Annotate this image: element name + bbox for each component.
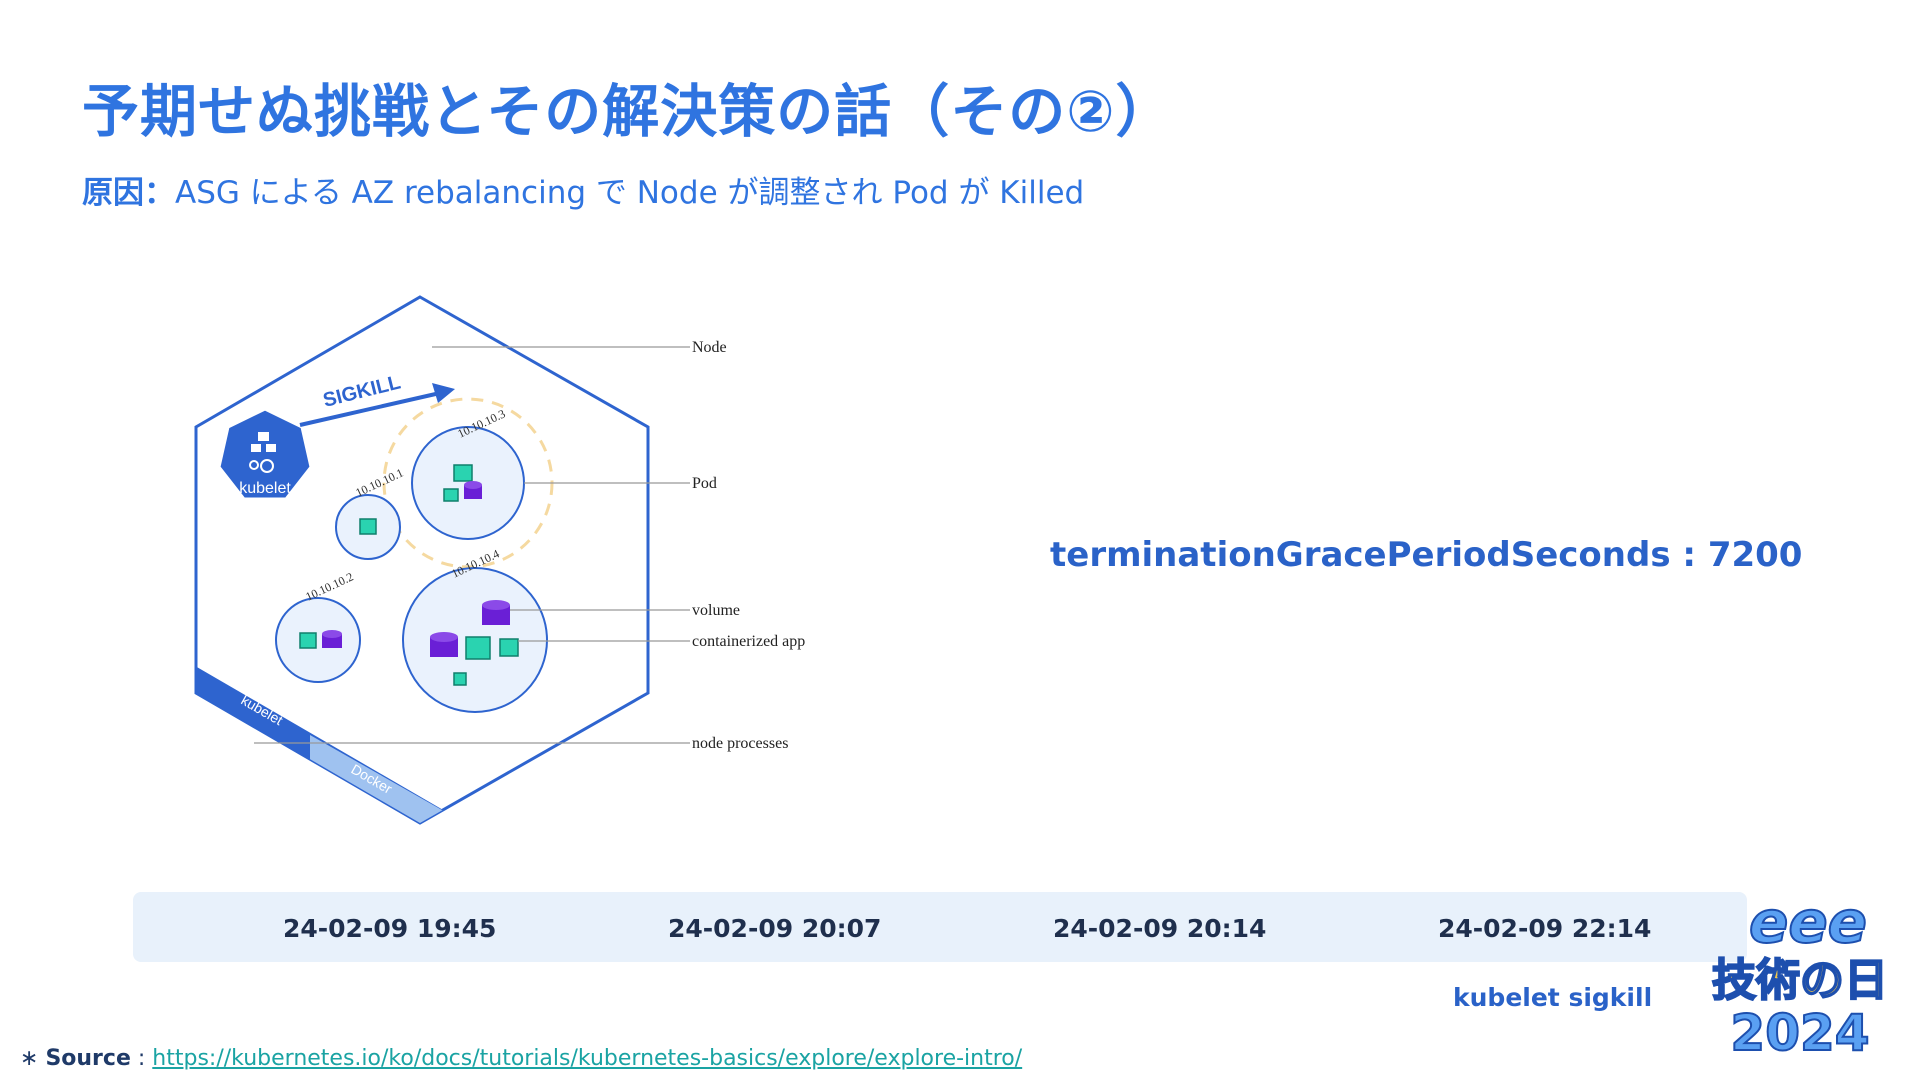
logo-top-text: eee [1749,888,1867,956]
sigkill-arrow [299,383,455,427]
timeline-annotation: kubelet sigkill [1453,983,1653,1012]
container-cube-icon [453,672,467,686]
timeline-bar: 24-02-09 19:45 24-02-09 20:07 24-02-09 2… [133,892,1747,962]
app-callout-label: containerized app [692,633,805,650]
node-callout-label: Node [692,339,727,356]
volume-cylinder-icon [482,600,510,625]
processes-callout-label: node processes [692,735,788,752]
slide-subtitle: 原因：ASG による AZ rebalancing で Node が調整され P… [82,167,1084,212]
volume-callout-label: volume [692,602,740,619]
timeline-timestamp: 24-02-09 20:07 [668,914,882,943]
source-footnote: ∗ Source : https://kubernetes.io/ko/docs… [20,1046,1022,1071]
docker-process-bar [310,735,500,823]
pod-callout-label: Pod [692,475,717,492]
event-logo: eee 技術の日 2024 [1711,887,1889,1063]
kubernetes-node-diagram: kubelet Docker kubelet SIGKILL 10.10.10.… [194,295,805,825]
source-label: Source [45,1046,131,1071]
volume-cylinder-icon [464,481,482,499]
logo-middle-text: 技術の日 [1712,955,1888,1006]
container-cube-icon [499,638,519,657]
volume-cylinder-icon [430,632,458,657]
grace-period-setting: terminationGracePeriodSeconds : 7200 [1050,535,1803,575]
container-cube-icon [359,518,377,535]
pod-10-10-10-2 [275,597,361,683]
container-cube-icon [299,632,317,649]
subtitle-cause-label: 原因： [82,175,175,211]
node-hexagon [194,295,650,825]
timeline-timestamp: 24-02-09 19:45 [283,914,497,943]
slide-title: 予期せぬ挑戦とその解決策の話（その②） [82,79,1174,145]
kubelet-badge: kubelet [217,407,313,501]
logo-bottom-text: 2024 [1730,1004,1869,1062]
source-link[interactable]: https://kubernetes.io/ko/docs/tutorials/… [152,1046,1023,1071]
timeline-timestamp: 24-02-09 22:14 [1438,914,1652,943]
volume-cylinder-icon [322,630,342,648]
subtitle-cause-text: ASG による AZ rebalancing で Node が調整され Pod … [175,175,1085,211]
container-cube-icon [443,464,473,502]
asterisk-icon: ∗ [20,1046,39,1071]
container-cube-icon [465,636,491,660]
kubelet-badge-label: kubelet [239,480,291,497]
timeline-timestamp: 24-02-09 20:14 [1053,914,1267,943]
source-separator: : [137,1046,146,1071]
kubelet-cubes-icon [249,432,276,473]
